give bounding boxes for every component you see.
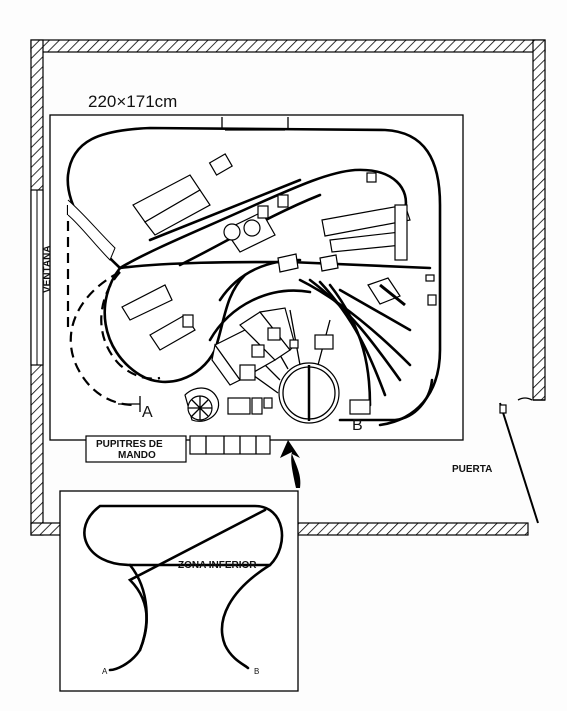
crane	[367, 274, 437, 307]
point-a-upper-label: A	[142, 404, 153, 421]
dimensions-label: 220×171cm	[88, 92, 177, 111]
point-b-upper-label: B	[352, 417, 363, 434]
door	[499, 397, 545, 524]
control-desk-label-line1: PUPITRES DE	[96, 439, 163, 450]
lower-zone-label: ZONA INFERIOR	[178, 560, 257, 571]
station-buildings	[132, 153, 411, 273]
lower-zone-board	[59, 490, 299, 692]
left-buildings	[121, 284, 196, 351]
window	[30, 189, 44, 366]
roundhouse-buildings	[211, 307, 334, 386]
door-label: PUERTA	[452, 464, 492, 475]
inner-loop-track	[103, 266, 247, 384]
layout-board	[49, 114, 464, 441]
window-label: VENTANA	[42, 245, 53, 293]
control-desk-label-line2: MANDO	[118, 450, 156, 461]
point-b-lower-label: B	[254, 667, 259, 676]
lower-zone-track	[83, 504, 284, 672]
turntable-area	[208, 289, 340, 424]
control-desk	[85, 435, 271, 463]
scenery	[67, 199, 507, 422]
yard-tracks	[298, 278, 434, 422]
point-a-lower-label: A	[102, 667, 108, 676]
level-arrow	[280, 440, 301, 488]
